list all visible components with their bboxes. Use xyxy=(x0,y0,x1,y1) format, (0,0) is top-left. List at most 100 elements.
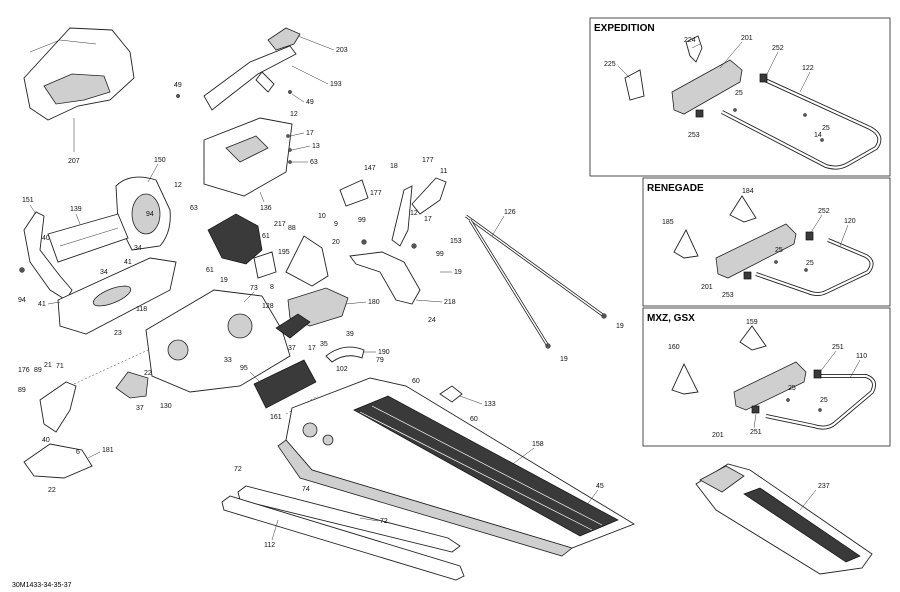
tunnel-side-73 xyxy=(145,289,291,393)
screw-25-ren-a xyxy=(774,260,778,264)
front-frame-assembly-207-detail xyxy=(43,73,111,105)
leader-181 xyxy=(87,451,101,459)
callout-60-b: 60 xyxy=(470,416,478,423)
callout-25-mxz-b: 25 xyxy=(820,397,828,404)
callout-19-d: 19 xyxy=(560,356,568,363)
screw-25-exp-b xyxy=(803,113,807,117)
callout-25-mxz-a: 25 xyxy=(788,385,796,392)
callout-251-mxz-a: 251 xyxy=(832,344,844,351)
bolt-13 xyxy=(288,148,292,152)
callout-37-b: 37 xyxy=(136,405,144,412)
bracket-190 xyxy=(325,346,365,363)
callout-224: 224 xyxy=(684,37,696,44)
callout-61-b: 61 xyxy=(206,267,214,274)
tunnel-158-hole-a xyxy=(302,422,318,438)
callout-203: 203 xyxy=(336,47,348,54)
tray-128 xyxy=(275,313,311,339)
callout-158: 158 xyxy=(532,441,544,448)
callout-23: 23 xyxy=(114,330,122,337)
rear-bumper-support-201-mxz xyxy=(733,361,807,411)
leader-49-b xyxy=(291,93,305,103)
callout-110: 110 xyxy=(856,353,867,360)
suspension-arm-218 xyxy=(349,251,421,305)
leader-133 xyxy=(459,395,483,405)
callout-25-exp-b: 25 xyxy=(822,125,830,132)
callout-122: 122 xyxy=(802,65,814,72)
callout-136: 136 xyxy=(260,205,272,212)
mxz-gsx-title: MXZ, GSX xyxy=(647,313,695,324)
chassis-assembly-237-front xyxy=(699,465,745,493)
floor-plate-41-slot xyxy=(92,285,132,307)
bolt-49-b xyxy=(288,90,292,94)
callout-160: 160 xyxy=(668,344,680,351)
leader-251-mxz-a xyxy=(819,350,837,373)
bracket-147 xyxy=(339,179,369,207)
screw-25-mxz-b xyxy=(818,408,822,412)
callout-130: 130 xyxy=(160,403,172,410)
callout-14: 14 xyxy=(814,132,822,139)
rear-bumper-support-201-exp xyxy=(671,59,743,115)
column-bracket-203 xyxy=(267,27,301,51)
callout-17-a: 17 xyxy=(306,130,314,137)
callout-20: 20 xyxy=(332,239,340,246)
steering-arm-177 xyxy=(391,185,413,247)
callout-33: 33 xyxy=(224,357,232,364)
side-plate-150-hole xyxy=(131,193,161,235)
tunnel-158-side xyxy=(277,439,573,557)
rear-bumper-122-inner xyxy=(721,78,881,169)
callout-180: 180 xyxy=(368,299,380,306)
callout-19-c: 19 xyxy=(616,323,624,330)
callout-21: 21 xyxy=(44,362,52,369)
plate-139 xyxy=(47,213,129,263)
callout-253-exp: 253 xyxy=(688,132,700,139)
leader-45 xyxy=(585,489,599,507)
callout-185: 185 xyxy=(662,219,674,226)
callout-99-a: 99 xyxy=(358,217,366,224)
callout-118: 118 xyxy=(136,306,147,313)
callout-49-b: 49 xyxy=(306,99,314,106)
tunnel-side-73-hole-a xyxy=(167,339,189,361)
leader-252-exp xyxy=(765,51,779,77)
tunnel-side-73-hole-b xyxy=(227,313,253,339)
leader-251-mxz-b xyxy=(753,413,757,429)
callout-151: 151 xyxy=(22,197,34,204)
upper-column-support-193 xyxy=(203,45,297,111)
callout-61-a: 61 xyxy=(262,233,270,240)
callout-252-ren: 252 xyxy=(818,208,830,215)
callout-41-a: 41 xyxy=(124,259,132,266)
callout-193: 193 xyxy=(330,81,342,88)
callout-159: 159 xyxy=(746,319,758,326)
bracket-61 xyxy=(253,251,277,279)
mxz-gsx-panel xyxy=(642,307,891,447)
leader-201-exp xyxy=(719,41,743,69)
upper-column-brace-193 xyxy=(255,71,275,93)
leader-126 xyxy=(491,215,505,237)
tunnel-158-fin-b xyxy=(371,405,603,526)
callout-34-a: 34 xyxy=(134,245,142,252)
bracket-195 xyxy=(285,235,329,287)
leader-41-b xyxy=(47,301,61,305)
dash-176 xyxy=(73,349,149,385)
bolt-17-a xyxy=(286,134,290,138)
leader-237 xyxy=(799,489,817,511)
callout-112: 112 xyxy=(264,542,275,549)
bracket-185 xyxy=(673,228,699,259)
callout-94-b: 94 xyxy=(18,297,26,304)
callout-176: 176 xyxy=(18,367,30,374)
engine-cradle-136-opening xyxy=(225,135,269,163)
screw-25-exp-a xyxy=(733,108,737,112)
callout-63-b: 63 xyxy=(190,205,198,212)
callout-79: 79 xyxy=(376,357,384,364)
bracket-184 xyxy=(729,195,757,223)
tunnel-158-fin-a xyxy=(359,411,593,531)
leader-193 xyxy=(291,65,329,85)
callout-153: 153 xyxy=(450,238,462,245)
callout-184: 184 xyxy=(742,188,754,195)
leader-112 xyxy=(271,519,279,541)
rear-bumper-120-inner xyxy=(755,238,873,296)
callout-17-b: 17 xyxy=(424,216,432,223)
pad-130 xyxy=(115,371,149,399)
callout-40-a: 40 xyxy=(42,235,50,242)
callout-22-a: 22 xyxy=(144,370,152,377)
callout-195: 195 xyxy=(278,249,290,256)
